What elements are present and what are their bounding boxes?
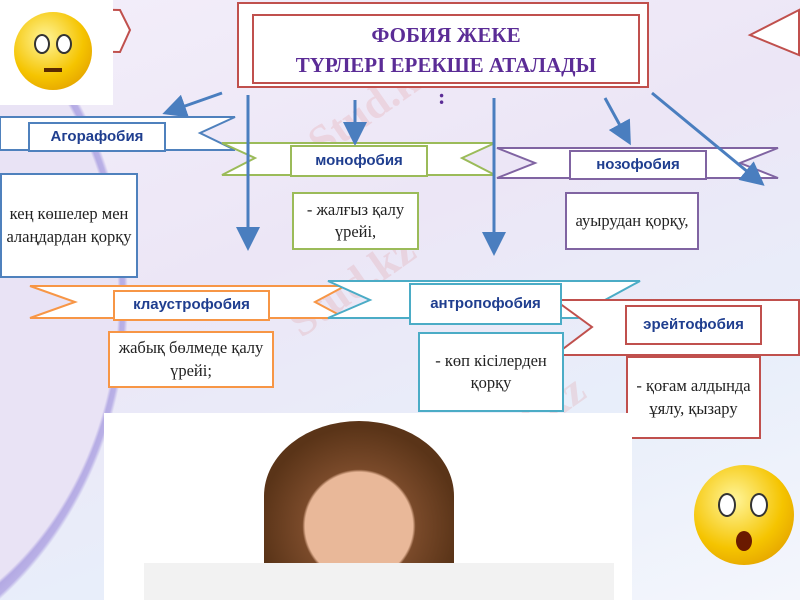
desc-anthropophobia: - көп кісілерден қорқу — [418, 332, 564, 412]
arrow — [162, 91, 223, 118]
woman-peeking-photo — [104, 413, 632, 600]
desc-agoraphobia: кең көшелер мен алаңдардан қорқу — [0, 173, 138, 278]
label-anthropophobia: антропофобия — [409, 283, 562, 325]
label-monophobia: монофобия — [290, 145, 428, 177]
arrow — [651, 91, 765, 186]
label-claustrophobia: клаустрофобия — [113, 290, 270, 321]
label-ereutophobia: эрейтофобия — [625, 305, 762, 345]
label-agoraphobia: Агорафобия — [28, 122, 166, 152]
desc-claustrophobia: жабық бөлмеде қалу үрейі; — [108, 331, 274, 388]
desc-ereutophobia: - қоғам алдында ұялу, қызару — [626, 356, 761, 439]
shocked-emoji-icon — [694, 465, 794, 565]
title-line-2: ТҮРЛЕРІ ЕРЕКШЕ АТАЛАДЫ — [295, 53, 597, 77]
desc-monophobia: - жалғыз қалу үрейі, — [292, 192, 419, 250]
arrow — [603, 97, 631, 146]
title-colon: : — [438, 84, 446, 109]
ribbon-tail — [747, 8, 800, 57]
desc-nosophobia: ауырудан қорқу, — [565, 192, 699, 250]
emoji-panel — [0, 0, 113, 105]
title: ФОБИЯ ЖЕКЕ ТҮРЛЕРІ ЕРЕКШЕ АТАЛАДЫ — [252, 14, 640, 84]
worried-emoji-icon — [14, 12, 92, 90]
label-nosophobia: нозофобия — [569, 150, 707, 180]
title-line-1: ФОБИЯ ЖЕКЕ — [371, 23, 521, 47]
